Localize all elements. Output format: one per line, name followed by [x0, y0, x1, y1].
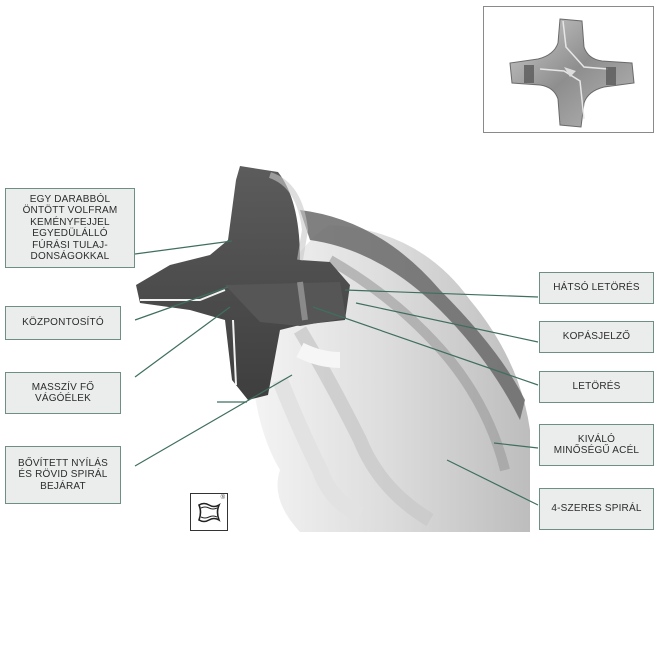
inset-top-view	[483, 6, 654, 133]
label-quad-spiral: 4-SZERES SPIRÁL	[539, 488, 654, 530]
label-premium-steel: KIVÁLÓ MINŐSÉGŰ ACÉL	[539, 424, 654, 466]
label-carbide-head: EGY DARABBÓL ÖNTÖTT VOLFRAM KEMÉNYFEJJEL…	[5, 188, 135, 268]
label-wear-indicator: KOPÁSJELZŐ	[539, 321, 654, 353]
sds-shank-icon	[197, 502, 221, 523]
label-chamfer: LETÖRÉS	[539, 371, 654, 403]
label-centering-tip: KÖZPONTOSÍTÓ	[5, 306, 121, 340]
cross-head-top-view-icon	[509, 18, 635, 128]
sds-plus-logo: ®	[190, 493, 228, 531]
label-main-cutting-edges: MASSZÍV FŐ VÁGÓÉLEK	[5, 372, 121, 414]
leader-lines	[134, 240, 539, 506]
label-widened-opening: BŐVÍTETT NYÍLÁS ÉS RÖVID SPIRÁL BEJÁRAT	[5, 446, 121, 504]
label-rear-chamfer: HÁTSÓ LETÖRÉS	[539, 272, 654, 304]
registered-mark: ®	[220, 495, 225, 501]
